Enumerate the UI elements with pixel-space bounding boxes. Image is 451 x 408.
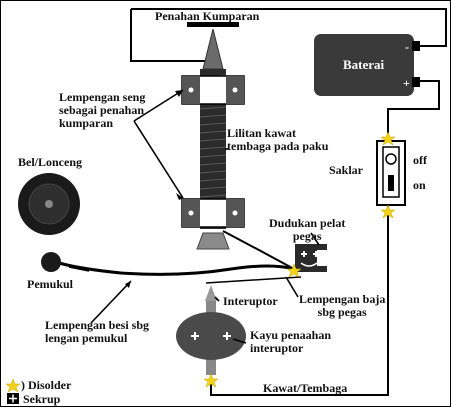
battery-plus-label: + xyxy=(403,76,410,90)
legend-disolder: ) Disolder xyxy=(21,378,71,393)
nail-head xyxy=(196,232,230,250)
label-kayu-penahan: Kayu penaahan interuptor xyxy=(250,328,332,355)
hammer xyxy=(41,252,61,272)
label-penahan-kumparan: Penahan Kumparan xyxy=(155,9,260,23)
zinc-plate-top xyxy=(181,75,245,105)
wire-switch-to-bottom xyxy=(210,206,389,396)
spring-plate-holder xyxy=(295,244,327,272)
coil-holder-bar xyxy=(187,22,239,27)
label-pemukul: Pemukul xyxy=(27,277,74,291)
interruptor-screw xyxy=(205,285,217,301)
label-on: on xyxy=(413,178,426,192)
label-interuptor: Interuptor xyxy=(223,294,278,308)
lever-arm xyxy=(58,261,295,276)
label-saklar: Saklar xyxy=(329,163,364,177)
switch xyxy=(376,140,406,206)
zinc-plate-bottom xyxy=(181,198,245,228)
wire-battery-to-switch xyxy=(387,80,440,139)
label-lempengan-baja: Lempengan baja sbg pegas xyxy=(299,292,386,319)
screw-icons xyxy=(191,251,319,340)
lever-arm-lower xyxy=(205,276,302,284)
label-bel-lonceng: Bel/Lonceng xyxy=(18,155,83,169)
label-lilitan-kawat: Lilitan kawat tembaga pada paku xyxy=(227,126,329,153)
nail-tip xyxy=(202,28,224,70)
wire-top-right xyxy=(131,8,447,47)
label-baterai: Baterai xyxy=(343,57,385,72)
battery xyxy=(314,34,420,96)
label-lempengan-besi: Lempengan besi sbg lengan pemukul xyxy=(45,318,150,345)
label-lempengan-seng: Lempengan seng sebagai penahan kumparan xyxy=(59,90,146,130)
battery-minus-label: - xyxy=(405,40,409,54)
wire-top xyxy=(130,9,213,62)
label-kawat-tembaga: Kawat/Tembaga xyxy=(263,381,348,395)
label-dudukan-pelat: Dudukan pelat pegas xyxy=(269,216,346,243)
label-off: off xyxy=(413,153,427,167)
legend-sekrup: Sekrup xyxy=(23,392,60,407)
legend-disolder-label: ) Disolder xyxy=(21,378,72,392)
bell xyxy=(18,173,80,235)
solder-points xyxy=(5,131,396,393)
interruptor-wood xyxy=(176,312,246,360)
legend-sekrup-label: Sekrup xyxy=(23,392,61,406)
wire-coil-to-pelat xyxy=(222,230,295,270)
